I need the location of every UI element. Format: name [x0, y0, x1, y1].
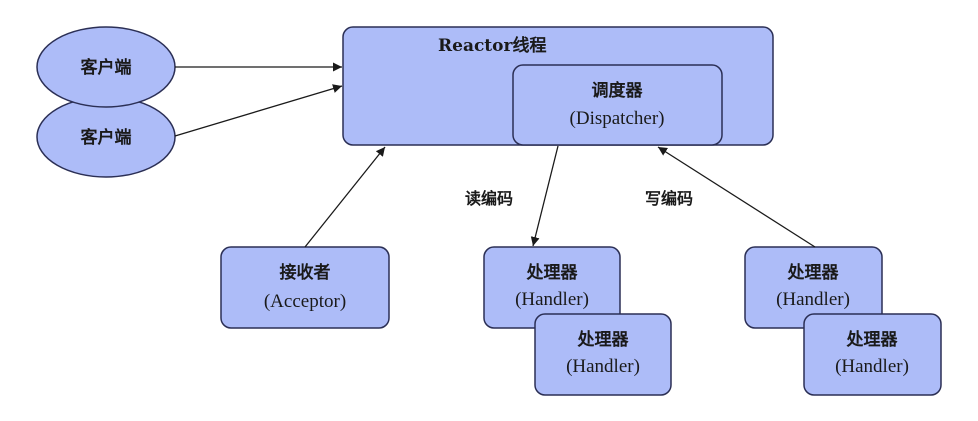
acceptor-subtitle: (Acceptor)	[264, 291, 346, 312]
handler-box-4	[803, 313, 942, 396]
edge-handler-to-dispatcher	[657, 146, 816, 248]
handler-node-4[interactable]: 处理器 (Handler)	[803, 313, 942, 396]
edge-acceptor-to-reactor	[304, 146, 386, 248]
client-node-1[interactable]: 客户端	[36, 26, 176, 108]
handler-box-2	[534, 313, 672, 396]
handler-node-2[interactable]: 处理器 (Handler)	[534, 313, 672, 396]
acceptor-node[interactable]: 接收者 (Acceptor)	[220, 246, 390, 329]
read-decode-label: 读编码	[465, 189, 513, 208]
acceptor-box	[220, 246, 390, 329]
handler-subtitle-2: (Handler)	[566, 356, 640, 377]
write-encode-label: 写编码	[645, 189, 693, 208]
edge-dispatcher-to-handler	[530, 145, 559, 247]
handler-title-3: 处理器	[787, 262, 840, 283]
dispatcher-subtitle: (Dispatcher)	[570, 108, 665, 129]
handler-node-3[interactable]: 处理器 (Handler)	[744, 246, 883, 329]
handler-subtitle-1: (Handler)	[515, 289, 589, 310]
handler-title-4: 处理器	[846, 329, 899, 350]
acceptor-title: 接收者	[280, 262, 331, 283]
handler-title-1: 处理器	[526, 262, 579, 283]
dispatcher-box	[512, 64, 723, 146]
client-label-1: 客户端	[80, 57, 132, 78]
client-node-2[interactable]: 客户端	[36, 96, 176, 178]
reactor-thread-title: Reactor线程	[438, 35, 546, 56]
dispatcher-node[interactable]: 调度器 (Dispatcher)	[512, 64, 723, 146]
edge-client2-to-reactor	[174, 84, 343, 137]
dispatcher-title: 调度器	[592, 80, 644, 101]
client-label-2: 客户端	[80, 127, 132, 148]
handler-subtitle-4: (Handler)	[835, 356, 909, 377]
handler-title-2: 处理器	[577, 329, 630, 350]
handler-subtitle-3: (Handler)	[776, 289, 850, 310]
